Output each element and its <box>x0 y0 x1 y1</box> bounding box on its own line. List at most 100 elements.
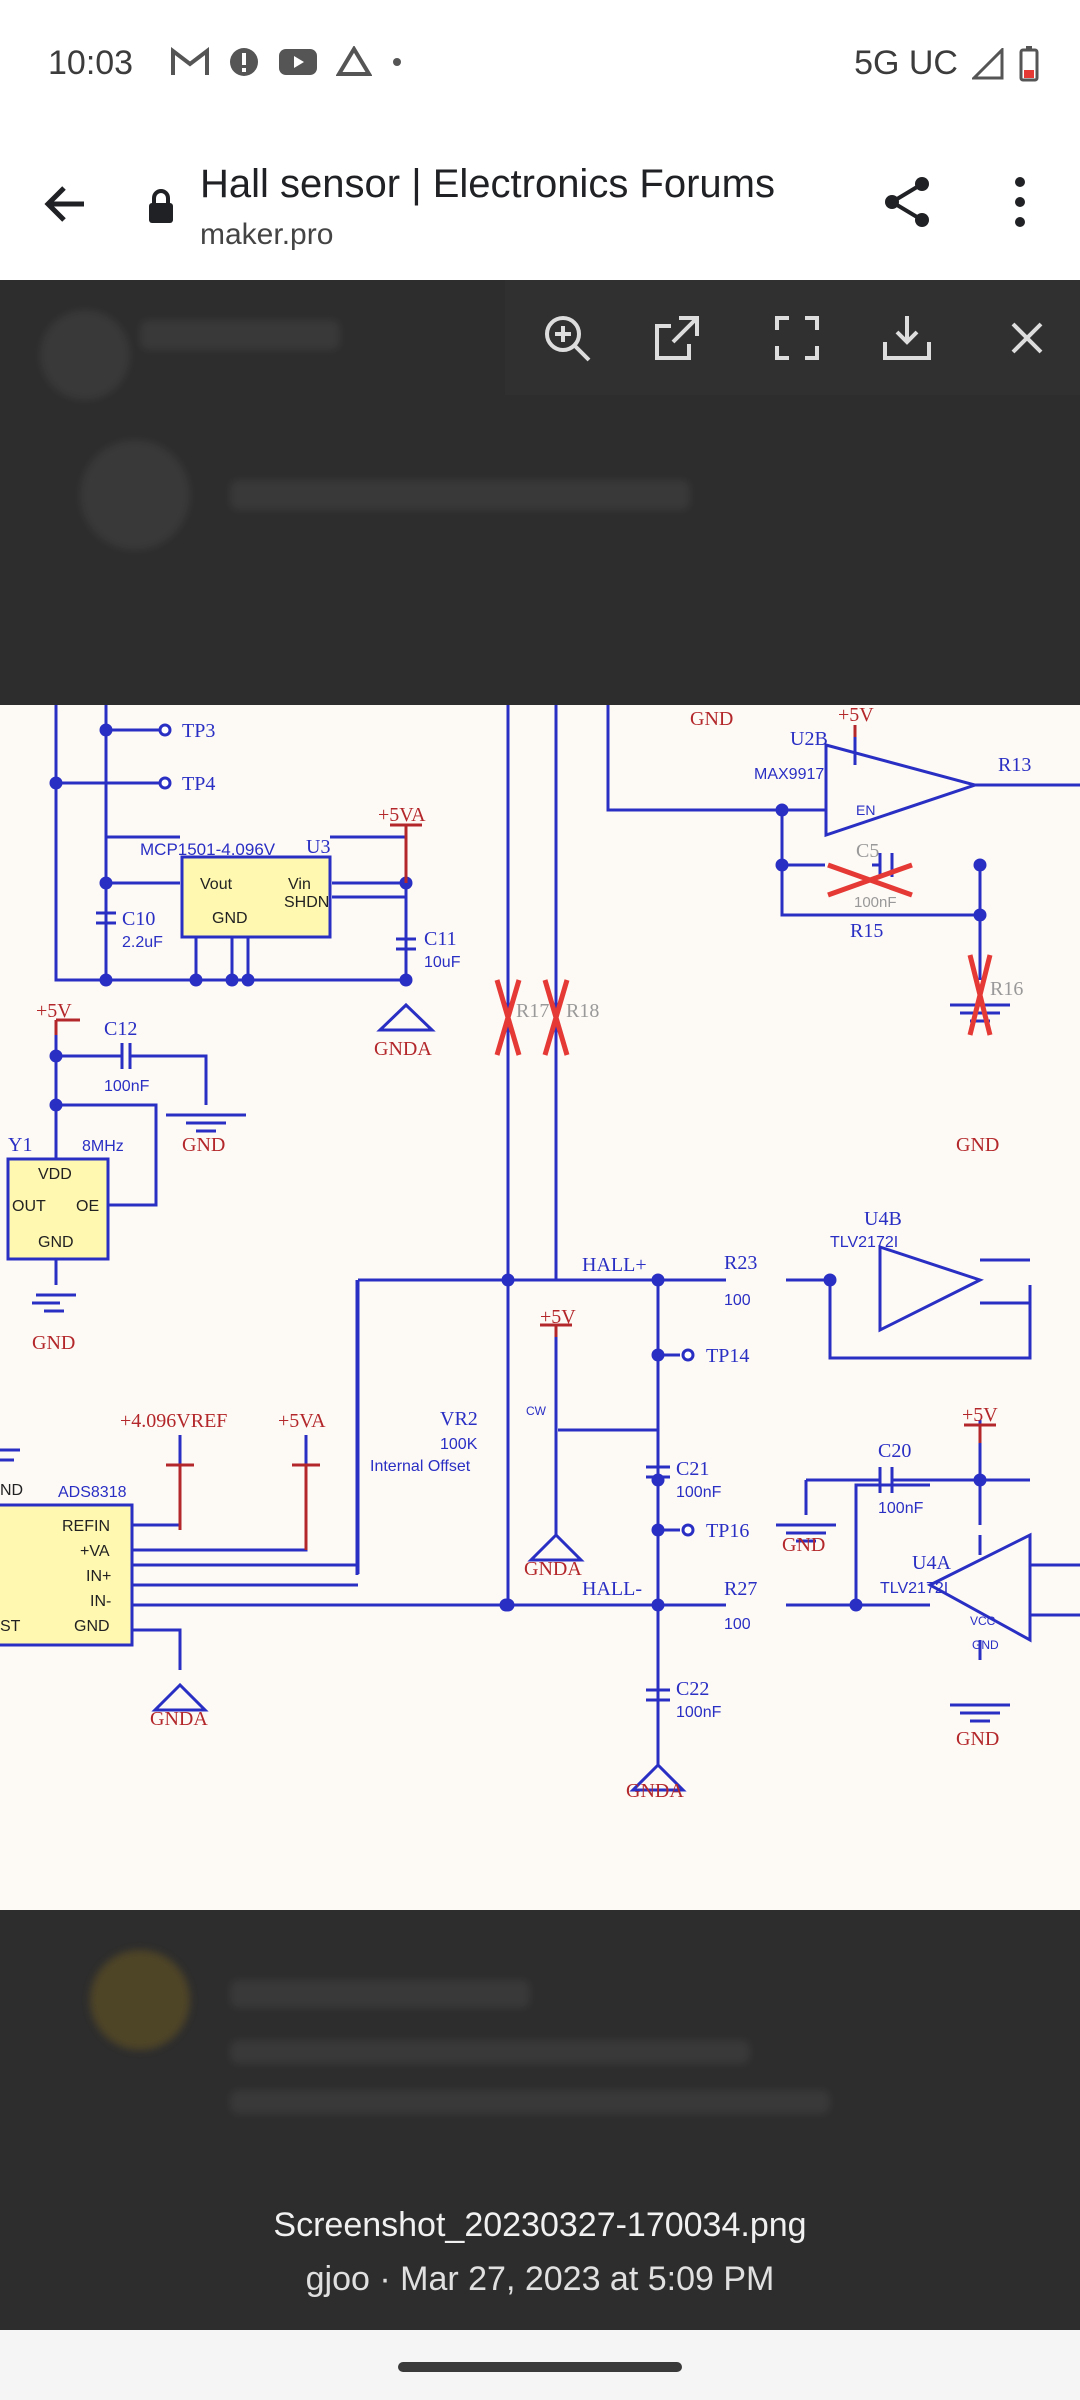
alert-icon <box>230 48 258 76</box>
gmail-icon <box>171 47 209 75</box>
label-c10-val: 2.2uF <box>122 934 163 951</box>
label-r16: R16 <box>990 978 1023 1000</box>
label-tp16: TP16 <box>706 1520 749 1542</box>
label-c12-val: 100nF <box>104 1078 150 1095</box>
image-filename: Screenshot_20230327-170034.png <box>273 2206 807 2244</box>
label-pva: +VA <box>80 1543 110 1560</box>
label-r23: R23 <box>724 1252 757 1274</box>
open-external-icon[interactable] <box>649 310 705 366</box>
label-gnda-vr2: GNDA <box>524 1558 582 1580</box>
label-shdn: SHDN <box>284 894 329 911</box>
label-hallm: HALL- <box>582 1578 642 1600</box>
drive-icon <box>336 46 372 76</box>
label-c20-val: 100nF <box>878 1500 924 1517</box>
label-c5: C5 <box>856 840 879 862</box>
browser-toolbar: Hall sensor | Electronics Forums maker.p… <box>0 130 1080 280</box>
label-gnda-c22: GNDA <box>626 1780 684 1802</box>
label-r27: R27 <box>724 1578 757 1600</box>
label-c10: C10 <box>122 908 155 930</box>
label-refin: REFIN <box>62 1518 110 1535</box>
label-p5v-top: +5V <box>838 705 874 726</box>
label-gnd-y1: GND <box>38 1234 74 1251</box>
navigation-bar <box>0 2330 1080 2400</box>
lock-icon[interactable] <box>146 188 176 224</box>
label-c5-val: 100nF <box>854 894 897 911</box>
blurred-text <box>230 2090 830 2114</box>
blurred-text <box>230 2040 750 2064</box>
schematic-drawing: TP3 TP4 MCP1501-4.096V U3 Vout Vin GND S… <box>0 705 1080 1802</box>
label-gnd-r16: GND <box>956 1134 999 1156</box>
label-en: EN <box>856 802 875 818</box>
label-inp: IN+ <box>86 1568 111 1585</box>
label-gnd-c12: GND <box>182 1134 225 1156</box>
label-vr2-val: 100K <box>440 1436 478 1453</box>
schematic-image[interactable]: TP3 TP4 MCP1501-4.096V U3 Vout Vin GND S… <box>0 705 1080 1910</box>
label-r15: R15 <box>850 920 883 942</box>
label-tp4: TP4 <box>182 773 215 795</box>
label-r17: R17 <box>516 1000 549 1022</box>
label-cw: CW <box>526 1404 547 1418</box>
status-time: 10:03 <box>48 44 134 82</box>
label-out: OUT <box>12 1198 46 1215</box>
download-icon[interactable] <box>879 310 935 366</box>
label-r27-val: 100 <box>724 1616 751 1633</box>
fullscreen-icon[interactable] <box>769 310 825 366</box>
label-c20: C20 <box>878 1440 911 1462</box>
label-gnda-ads: GNDA <box>150 1708 208 1730</box>
more-menu-icon[interactable] <box>1000 172 1040 232</box>
label-gnd-y1-pin: GND <box>32 1332 75 1354</box>
label-p5va: +5VA <box>378 804 426 826</box>
page-url[interactable]: maker.pro <box>200 218 334 251</box>
battery-icon <box>1019 45 1039 81</box>
label-gnd-u4a: GND <box>972 1638 999 1652</box>
label-p5v-u4a: +5V <box>962 1404 998 1426</box>
label-hallp: HALL+ <box>582 1254 647 1276</box>
label-vdd: VDD <box>38 1166 72 1183</box>
youtube-icon <box>279 49 317 75</box>
label-gnd-c20: GND <box>782 1534 825 1556</box>
label-c12: C12 <box>104 1018 137 1040</box>
label-ads: ADS8318 <box>58 1484 127 1501</box>
label-vr2: VR2 <box>440 1408 478 1430</box>
label-tlv-b: TLV2172I <box>830 1234 898 1251</box>
label-oe: OE <box>76 1198 99 1215</box>
label-u3-part: MCP1501-4.096V <box>140 840 276 859</box>
back-arrow-icon[interactable] <box>36 174 96 234</box>
label-u2b: U2B <box>790 728 828 750</box>
label-p5va-ads: +5VA <box>278 1410 326 1432</box>
label-gnda: GNDA <box>374 1038 432 1060</box>
label-y1: Y1 <box>8 1134 32 1156</box>
blurred-text <box>230 480 690 510</box>
image-meta: gjoo · Mar 27, 2023 at 5:09 PM <box>305 2260 775 2298</box>
network-label: 5G UC <box>854 44 958 82</box>
label-u4a: U4A <box>912 1552 951 1574</box>
label-c21-val: 100nF <box>676 1484 722 1501</box>
label-c11: C11 <box>424 928 457 950</box>
blurred-avatar <box>80 440 190 550</box>
gesture-handle[interactable] <box>398 2362 682 2372</box>
label-c21: C21 <box>676 1458 709 1480</box>
label-gnd: GND <box>212 910 248 927</box>
label-inm: IN- <box>90 1593 111 1610</box>
label-y1-freq: 8MHz <box>82 1138 124 1155</box>
blurred-avatar <box>90 1950 190 2050</box>
label-u3: U3 <box>306 836 330 858</box>
zoom-in-icon[interactable] <box>539 310 595 366</box>
label-c22-val: 100nF <box>676 1704 722 1721</box>
viewer-toolbar <box>505 280 1080 395</box>
label-tlv-a: TLV2172I <box>880 1580 948 1597</box>
label-gnd-u4a-pin: GND <box>956 1728 999 1750</box>
label-p5v-vr2: +5V <box>540 1306 576 1328</box>
label-tp14: TP14 <box>706 1345 749 1367</box>
page-title[interactable]: Hall sensor | Electronics Forums <box>200 162 775 206</box>
label-vcc: VCC <box>970 1614 996 1628</box>
label-vin: Vin <box>288 876 311 893</box>
label-max: MAX9917 <box>754 766 824 783</box>
status-bar: 10:03 5G UC <box>0 0 1080 130</box>
label-r23-val: 100 <box>724 1292 751 1309</box>
close-icon[interactable] <box>999 310 1055 366</box>
blurred-avatar <box>40 310 130 400</box>
label-tp3: TP3 <box>182 720 215 742</box>
label-nd: ND <box>0 1482 23 1499</box>
share-icon[interactable] <box>878 172 938 232</box>
